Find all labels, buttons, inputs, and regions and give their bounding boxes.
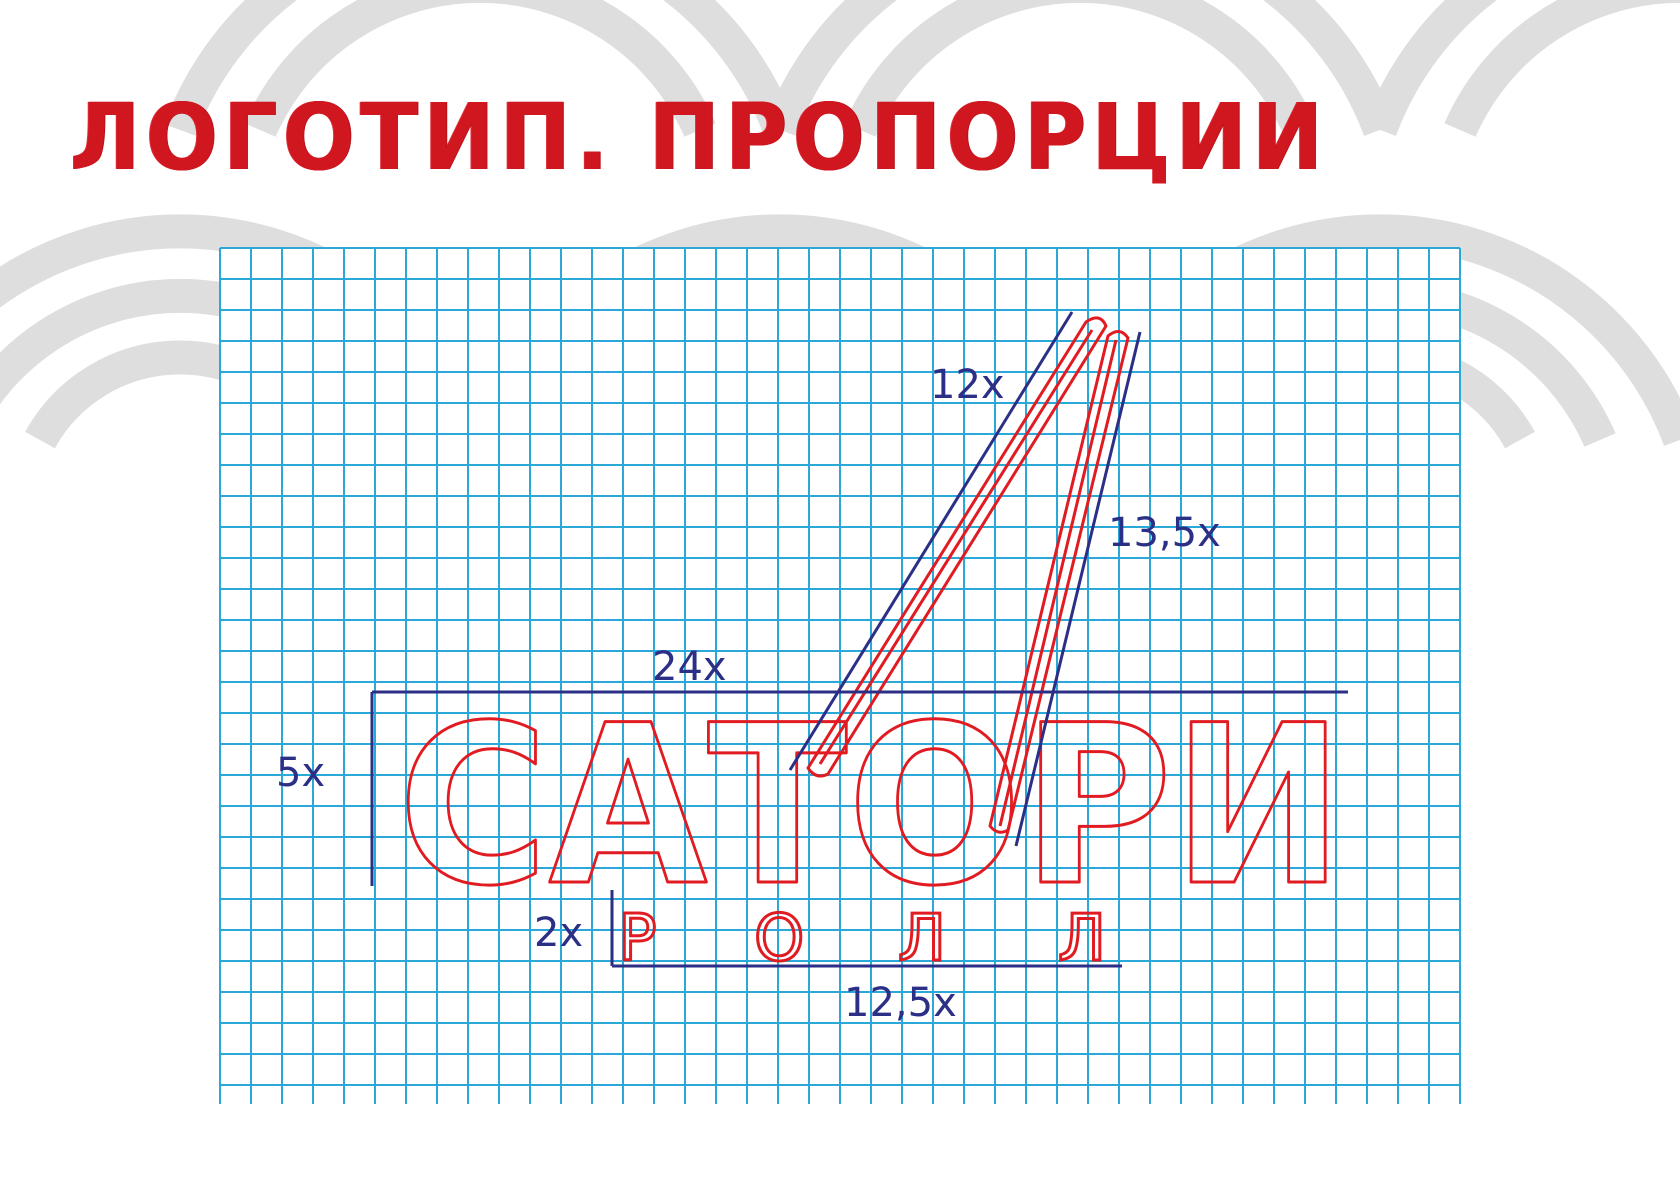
wave-arc	[764, 0, 1396, 137]
wave-arc	[1364, 0, 1680, 137]
chopstick-right-guide	[1014, 331, 1142, 847]
dimension-sub-width: 12,5x	[844, 980, 957, 1026]
dimension-chopstick-right: 13,5x	[1108, 510, 1221, 556]
wave-arc	[164, 0, 796, 137]
dimension-lines	[370, 311, 1348, 968]
dimension-sub-height: 2x	[534, 910, 583, 956]
dimension-word-width: 24x	[652, 644, 727, 690]
page-title: ЛОГОТИП. ПРОПОРЦИИ	[70, 84, 1329, 191]
logo-word: САТОРИ	[398, 678, 1344, 934]
dimension-chopstick-left: 12x	[930, 362, 1005, 408]
chopstick-right	[988, 330, 1130, 834]
chopstick-left-guide	[788, 311, 1074, 771]
grid-lines	[219, 247, 1461, 1104]
chopstick-right-inner	[998, 339, 1118, 827]
dimension-word-height: 5x	[276, 750, 325, 796]
chopstick-left	[806, 316, 1108, 778]
